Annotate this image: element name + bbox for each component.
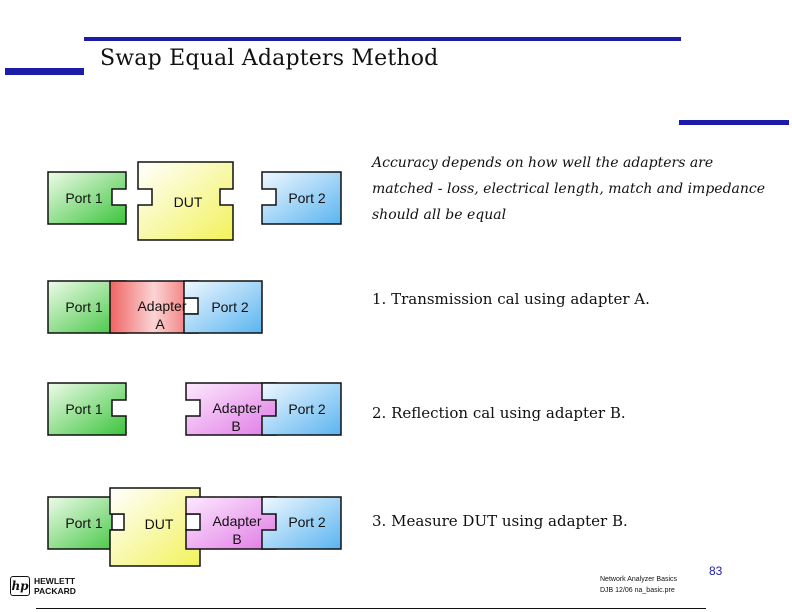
row-4-adapter-label-line1: Adapter xyxy=(212,513,261,529)
hp-logo-line1: HEWLETT xyxy=(34,576,76,586)
step-2: 2. Reflection cal using adapter B. xyxy=(372,404,626,422)
header-accent-bar-right xyxy=(679,120,789,125)
footer-course-title: Network Analyzer Basics xyxy=(600,576,678,583)
row-1-port2-block: Port 2 xyxy=(261,171,342,225)
row-2-port2-block: Port 2 xyxy=(183,280,263,334)
hp-logo-mark: hp xyxy=(10,576,30,596)
row-2-port1-label: Port 1 xyxy=(65,299,103,315)
row-1-dut-label: DUT xyxy=(174,194,203,210)
row-4-port2-block: Port 2 xyxy=(261,496,342,550)
row-3-port2-block: Port 2 xyxy=(261,382,342,436)
page-title: Swap Equal Adapters Method xyxy=(100,46,439,71)
footer-file-info: DJB 12/06 na_basic.pre xyxy=(600,587,675,594)
row-1-port2-label: Port 2 xyxy=(288,190,326,206)
footer-rule xyxy=(36,608,706,609)
row-4-adapter-label-line2: B xyxy=(232,531,241,547)
row-3-adapter-label-line2: B xyxy=(231,418,240,434)
hp-logo-line2: PACKARD xyxy=(34,586,76,596)
row-2-port2-label: Port 2 xyxy=(211,299,249,315)
accuracy-note: Accuracy depends on how well the adapter… xyxy=(372,155,766,223)
row-4-port2-label: Port 2 xyxy=(288,514,326,530)
row-3-port1-label: Port 1 xyxy=(65,401,103,417)
row-4-dut-label: DUT xyxy=(145,516,174,532)
row-4-dut-block: DUT xyxy=(109,487,201,567)
row-4-port1-label: Port 1 xyxy=(65,515,103,531)
row-3-adapter-b-block: Adapter B xyxy=(185,382,277,436)
row-2-adapter-label-line1: Adapter xyxy=(137,298,186,314)
row-1-port1-block: Port 1 xyxy=(47,171,127,225)
step-1: 1. Transmission cal using adapter A. xyxy=(372,290,650,308)
row-1-port1-label: Port 1 xyxy=(65,190,103,206)
row-4-adapter-b-block: Adapter B xyxy=(185,496,277,550)
step-3: 3. Measure DUT using adapter B. xyxy=(372,512,628,530)
page-number: 83 xyxy=(709,564,723,578)
row-3-adapter-label-line1: Adapter xyxy=(212,400,261,416)
row-3-port2-label: Port 2 xyxy=(288,401,326,417)
hp-logo: hp HEWLETT PACKARD xyxy=(10,576,76,596)
hp-logo-text: HEWLETT PACKARD xyxy=(34,576,76,596)
row-1-dut-block: DUT xyxy=(137,161,234,241)
header-rule xyxy=(84,37,681,41)
row-2-adapter-label-line2: A xyxy=(155,316,165,332)
header-accent-bar-left xyxy=(5,68,84,75)
row-3-port1-block: Port 1 xyxy=(47,382,127,436)
